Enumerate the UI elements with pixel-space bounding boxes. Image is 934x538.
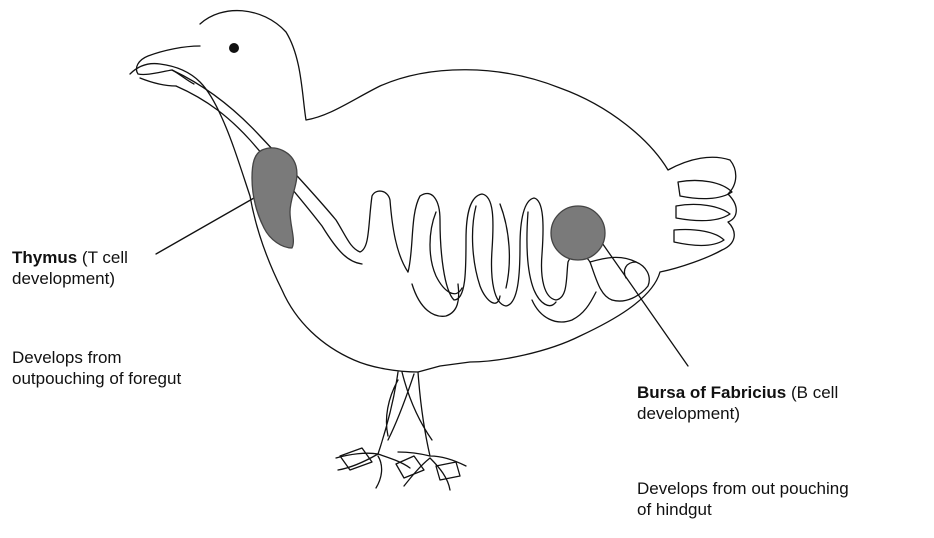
- bursa-role: (B cell: [791, 383, 838, 402]
- bursa-origin-text: Develops from out pouching of hindgut: [637, 478, 934, 520]
- bursa-organ: [551, 206, 605, 260]
- thymus-origin-text: Develops from outpouching of foregut: [12, 347, 292, 389]
- thymus-name: Thymus: [12, 248, 77, 267]
- bird-legs: [378, 372, 432, 456]
- thymus-origin-line2: outpouching of foregut: [12, 368, 292, 389]
- thymus-origin-line1: Develops from: [12, 347, 292, 368]
- bursa-pointer-line: [600, 240, 688, 366]
- thymus-pointer-line: [156, 198, 254, 254]
- bursa-origin-line1: Develops from out pouching: [637, 478, 934, 499]
- bursa-origin-line2: of hindgut: [637, 499, 934, 520]
- bursa-role-line2: development): [637, 403, 934, 424]
- tail-feathers: [674, 180, 732, 245]
- bird-eye: [229, 43, 239, 53]
- thymus-label: Thymus (T cell development): [12, 247, 222, 289]
- bursa-name: Bursa of Fabricius: [637, 383, 786, 402]
- bird-body-outline: [130, 11, 736, 372]
- bird-feet: [336, 452, 466, 490]
- bursa-label: Bursa of Fabricius (B cell development): [637, 382, 934, 424]
